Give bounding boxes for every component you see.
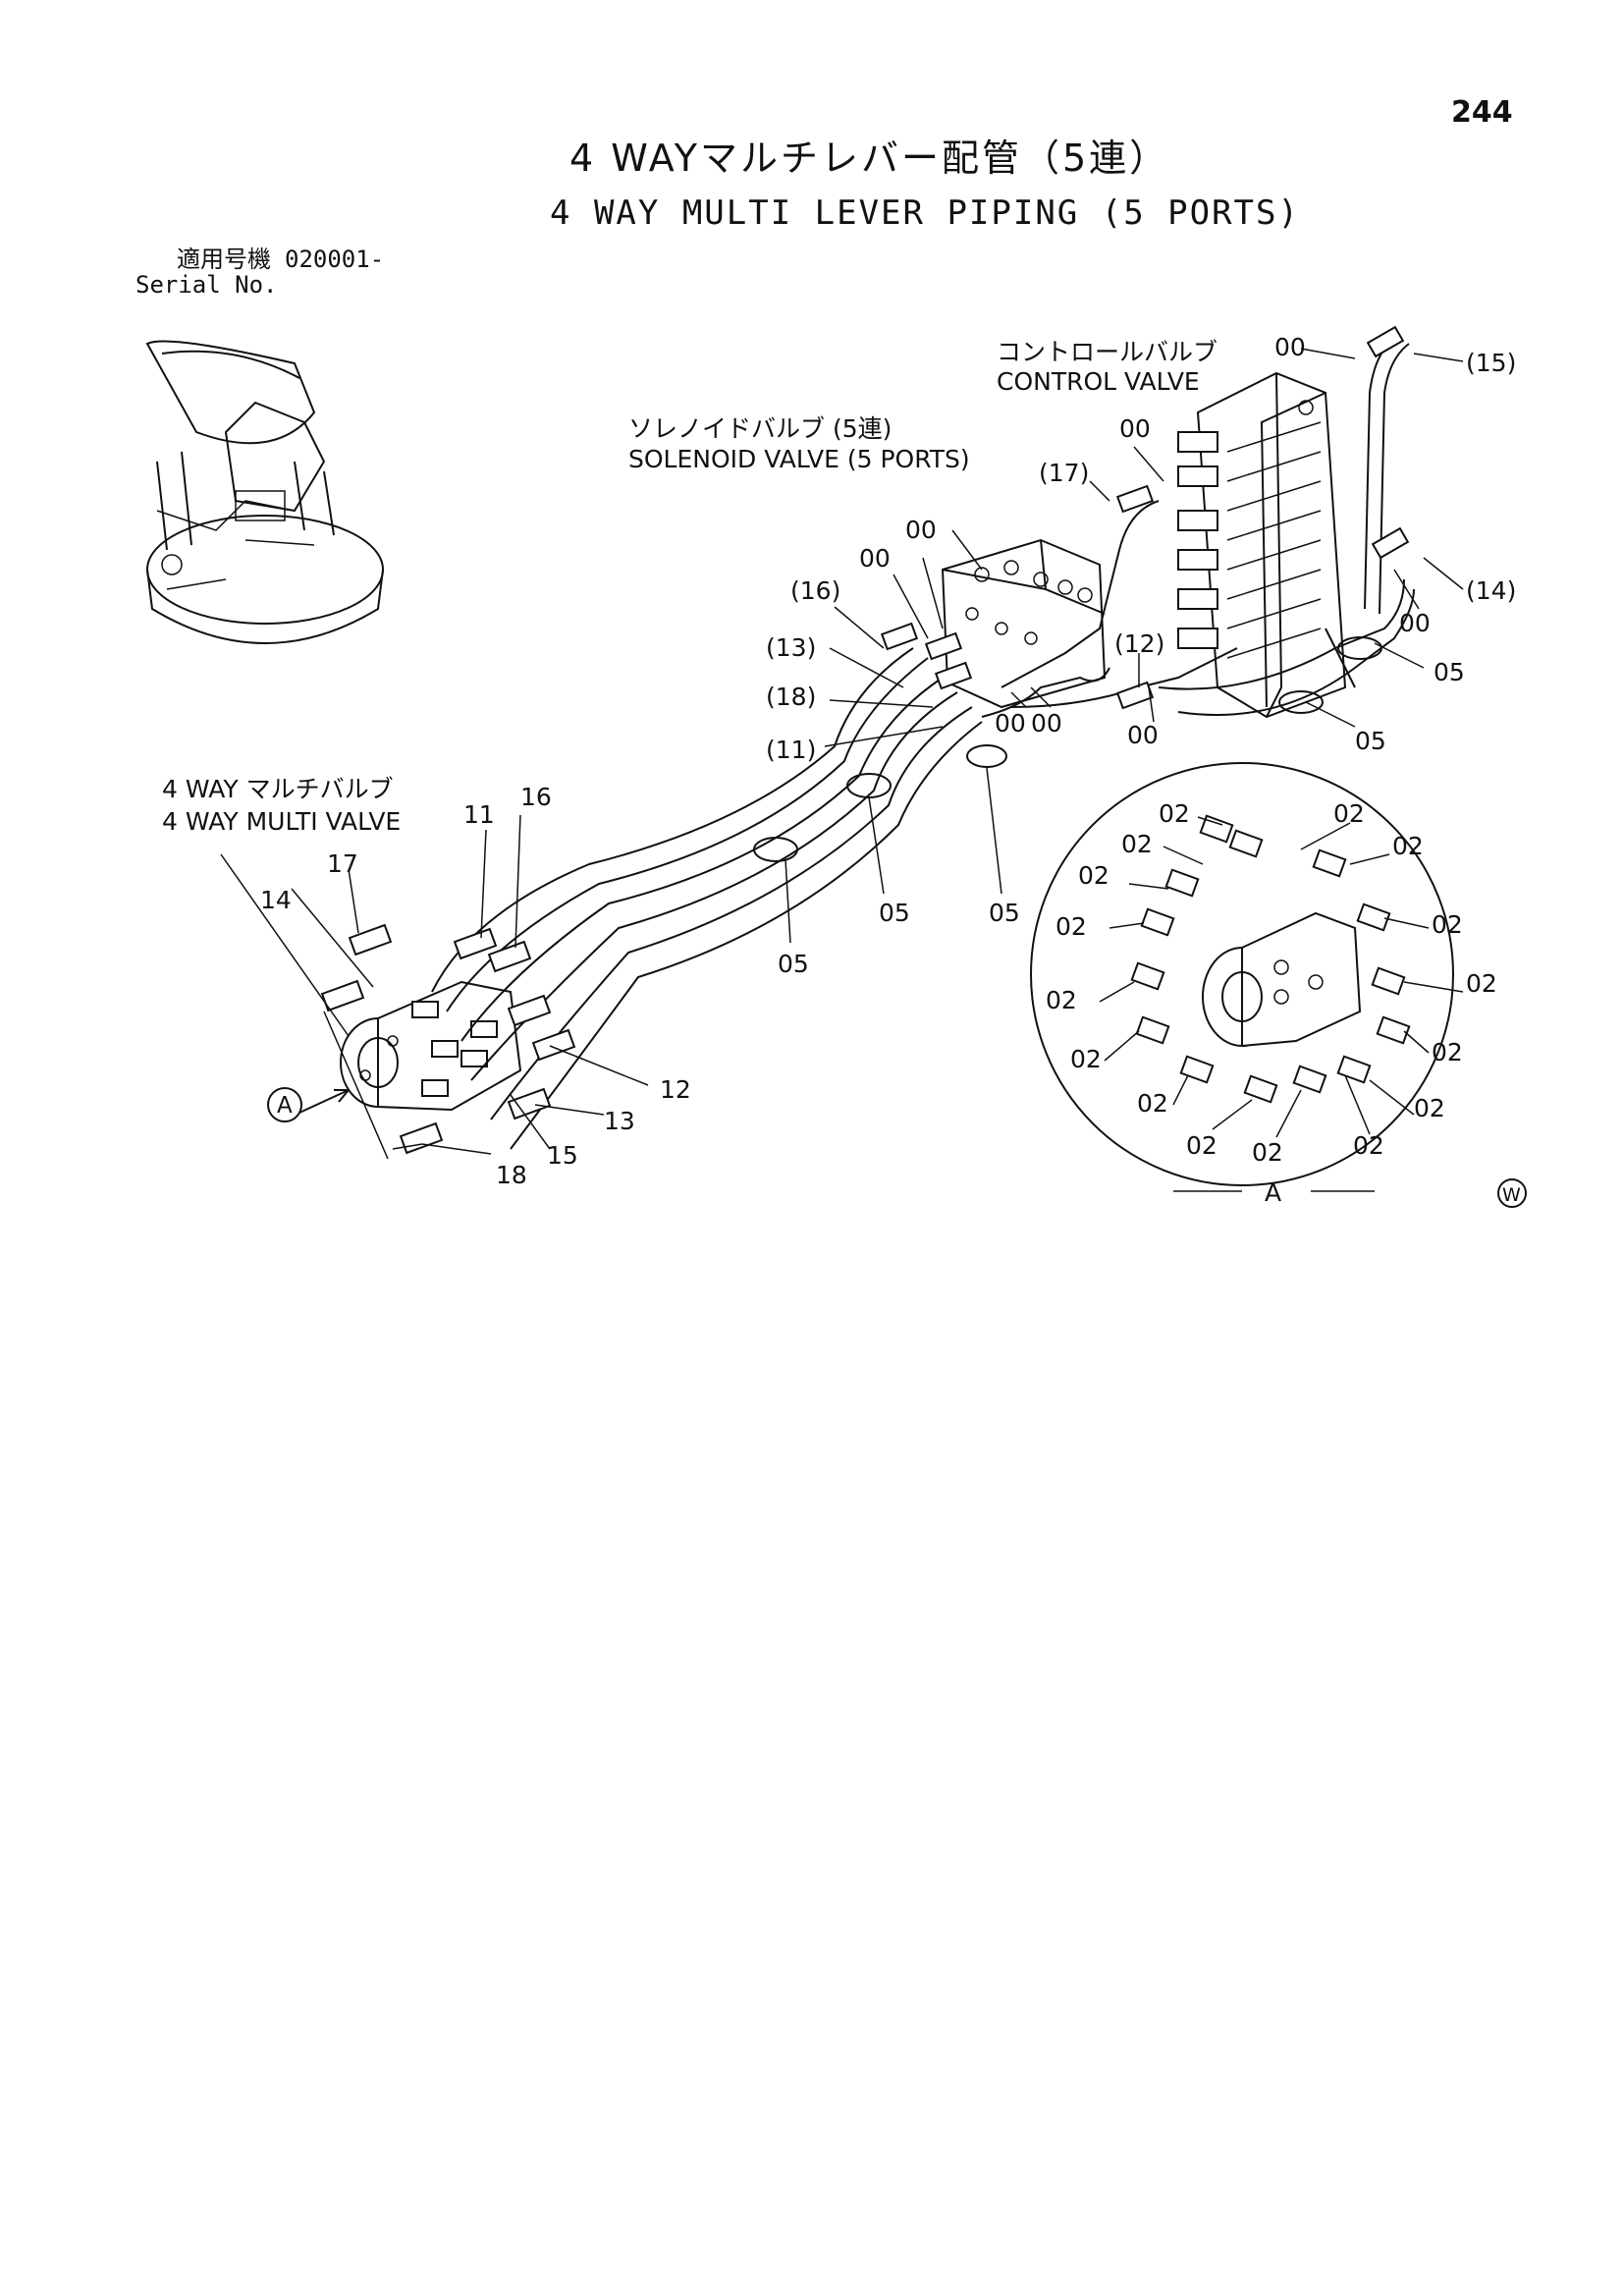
callout-14: (14) <box>1466 576 1516 605</box>
callout-02: 02 <box>1432 910 1463 939</box>
callout-11: (11) <box>766 736 816 764</box>
hose-bundle <box>431 338 1415 1150</box>
callout-00: 00 <box>995 709 1026 738</box>
detail-view-a <box>1030 762 1454 1186</box>
view-marker-a-text: A <box>277 1093 293 1119</box>
w-mark: W <box>1497 1178 1527 1208</box>
callout-00: 00 <box>1127 721 1159 749</box>
callout-02: 02 <box>1353 1131 1384 1160</box>
callout-16: 16 <box>520 783 552 811</box>
machine-thumbnail-illustration <box>145 340 384 644</box>
callout-13: (13) <box>766 633 816 662</box>
callout-05: 05 <box>879 899 910 927</box>
callout-15: 15 <box>547 1141 578 1170</box>
detail-view-a-label: A <box>1265 1178 1281 1207</box>
callout-05: 05 <box>989 899 1020 927</box>
callout-00: 00 <box>1399 609 1431 637</box>
callout-16: (16) <box>790 576 840 605</box>
callout-02: 02 <box>1055 912 1087 941</box>
page-title-ja: 4 WAYマルチレバー配管（5連） <box>569 137 1170 180</box>
multi-valve-label-ja: 4 WAY マルチバルブ <box>162 775 394 803</box>
callout-13: 13 <box>604 1107 635 1135</box>
callout-00: 00 <box>1274 333 1306 361</box>
page-title-en: 4 WAY MULTI LEVER PIPING (5 PORTS) <box>550 193 1300 233</box>
callout-02: 02 <box>1414 1094 1445 1122</box>
callout-02: 02 <box>1392 832 1424 860</box>
callout-02: 02 <box>1078 861 1109 890</box>
callout-02: 02 <box>1186 1131 1217 1160</box>
callout-02: 02 <box>1070 1045 1102 1073</box>
page-number: 244 <box>1451 95 1513 130</box>
control-valve-label-en: CONTROL VALVE <box>997 367 1200 396</box>
callout-02: 02 <box>1466 969 1497 998</box>
serial-label-en: Serial No. <box>135 271 278 299</box>
callout-02: 02 <box>1046 986 1077 1014</box>
callout-02: 02 <box>1432 1038 1463 1066</box>
callout-02: 02 <box>1121 830 1153 858</box>
callout-17: 17 <box>327 849 358 878</box>
w-mark-text: W <box>1502 1184 1521 1206</box>
callout-00: 00 <box>1031 709 1062 738</box>
callout-05: 05 <box>1434 658 1465 686</box>
callout-11: 11 <box>463 800 495 829</box>
callout-00: 00 <box>859 544 891 573</box>
callout-05: 05 <box>1355 727 1386 755</box>
callout-18: (18) <box>766 683 816 711</box>
callout-12: (12) <box>1114 629 1164 658</box>
callout-00: 00 <box>905 516 937 544</box>
serial-value: 020001- <box>285 246 385 273</box>
multi-valve-label-en: 4 WAY MULTI VALVE <box>162 807 401 836</box>
callout-02: 02 <box>1137 1089 1168 1118</box>
view-marker-a: A <box>267 1087 302 1122</box>
callout-17: (17) <box>1039 459 1089 487</box>
callout-18: 18 <box>496 1161 527 1189</box>
solenoid-valve-label-en: SOLENOID VALVE (5 PORTS) <box>628 445 970 473</box>
callout-05: 05 <box>778 950 809 978</box>
callout-12: 12 <box>660 1075 691 1104</box>
multi-valve-illustration <box>340 980 522 1112</box>
solenoid-valve-illustration <box>941 538 1107 709</box>
control-valve-label-ja: コントロールバルブ <box>997 338 1217 366</box>
solenoid-valve-label-ja: ソレノイドバルブ (5連) <box>628 414 892 443</box>
callout-00: 00 <box>1119 414 1151 443</box>
leader-lines <box>220 348 1464 1192</box>
callout-02: 02 <box>1333 799 1365 828</box>
callout-15: (15) <box>1466 349 1516 377</box>
callout-02: 02 <box>1159 799 1190 828</box>
callout-14: 14 <box>260 886 292 914</box>
serial-label-ja: 適用号機 <box>177 246 271 273</box>
callout-02: 02 <box>1252 1138 1283 1167</box>
